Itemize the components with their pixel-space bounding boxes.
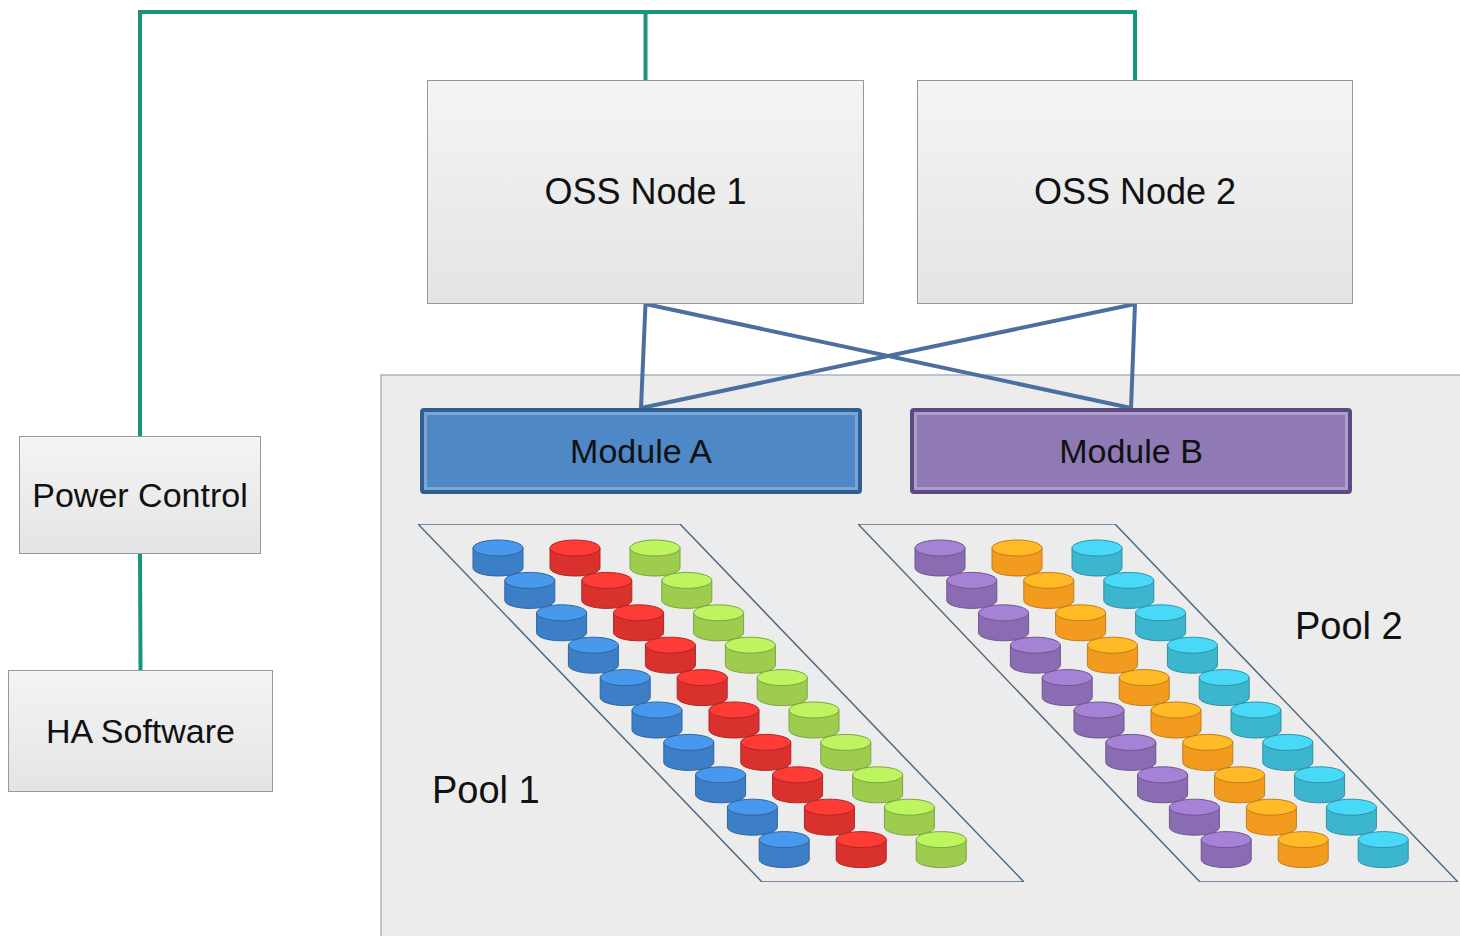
module-box: Module B bbox=[910, 408, 1352, 494]
disk-top bbox=[1278, 832, 1328, 848]
disk-top bbox=[884, 799, 934, 815]
pool-outline bbox=[858, 524, 1458, 882]
disk-top bbox=[773, 767, 823, 783]
disk-top bbox=[1246, 799, 1296, 815]
disk-top bbox=[473, 540, 523, 556]
disk-top bbox=[662, 572, 712, 588]
disk-top bbox=[1169, 799, 1219, 815]
connector-line bbox=[641, 304, 1135, 408]
disk-top bbox=[696, 767, 746, 783]
disk-top bbox=[1151, 702, 1201, 718]
enclosure-panel bbox=[381, 375, 1460, 936]
disk-top bbox=[550, 540, 600, 556]
disk-top bbox=[645, 637, 695, 653]
disk-top bbox=[741, 734, 791, 750]
disk-top bbox=[916, 832, 966, 848]
disk-top bbox=[1106, 734, 1156, 750]
server-box: OSS Node 2 bbox=[917, 80, 1353, 304]
disk-top bbox=[1042, 670, 1092, 686]
pool-label: Pool 1 bbox=[432, 768, 540, 814]
disk-top bbox=[600, 670, 650, 686]
pool-tray bbox=[858, 524, 1458, 882]
disk-top bbox=[1215, 767, 1265, 783]
disk-top bbox=[1072, 540, 1122, 556]
connector-line bbox=[138, 554, 143, 670]
disk-top bbox=[915, 540, 965, 556]
box-label: OSS Node 2 bbox=[1024, 170, 1246, 213]
connector-line bbox=[641, 304, 646, 408]
disk-top bbox=[1010, 637, 1060, 653]
disk-top bbox=[1183, 734, 1233, 750]
disk-top bbox=[1024, 572, 1074, 588]
disk-pool: Pool 2 bbox=[858, 524, 1458, 882]
box-label: Module A bbox=[560, 431, 722, 472]
box-label: Module B bbox=[1049, 431, 1213, 472]
box-label: HA Software bbox=[36, 711, 245, 752]
disk-top bbox=[1138, 767, 1188, 783]
disk-top bbox=[664, 734, 714, 750]
disk-top bbox=[853, 767, 903, 783]
disk-top bbox=[1167, 637, 1217, 653]
disk-top bbox=[725, 637, 775, 653]
pool-label: Pool 2 bbox=[1295, 604, 1403, 650]
disk-top bbox=[836, 832, 886, 848]
box-label: Power Control bbox=[22, 475, 257, 516]
control-box: Power Control bbox=[19, 436, 261, 554]
disk-top bbox=[759, 832, 809, 848]
disk-top bbox=[821, 734, 871, 750]
disk-top bbox=[1263, 734, 1313, 750]
disk-top bbox=[1326, 799, 1376, 815]
disk-top bbox=[709, 702, 759, 718]
disk-top bbox=[1358, 832, 1408, 848]
disk-top bbox=[992, 540, 1042, 556]
disk-top bbox=[1295, 767, 1345, 783]
disk-top bbox=[1104, 572, 1154, 588]
module-box: Module A bbox=[420, 408, 862, 494]
disk-top bbox=[804, 799, 854, 815]
server-box: OSS Node 1 bbox=[427, 80, 864, 304]
disk-top bbox=[677, 670, 727, 686]
disk-top bbox=[632, 702, 682, 718]
disk-top bbox=[568, 637, 618, 653]
disk-top bbox=[614, 605, 664, 621]
disk-top bbox=[1119, 670, 1169, 686]
disk-top bbox=[582, 572, 632, 588]
disk-top bbox=[537, 605, 587, 621]
box-label: OSS Node 1 bbox=[534, 170, 756, 213]
disk-top bbox=[1201, 832, 1251, 848]
disk-top bbox=[1074, 702, 1124, 718]
disk-top bbox=[789, 702, 839, 718]
disk-top bbox=[630, 540, 680, 556]
disk-top bbox=[757, 670, 807, 686]
disk-top bbox=[1199, 670, 1249, 686]
disk-top bbox=[505, 572, 555, 588]
software-box: HA Software bbox=[8, 670, 273, 792]
disk-top bbox=[1087, 637, 1137, 653]
disk-top bbox=[1136, 605, 1186, 621]
disk-top bbox=[727, 799, 777, 815]
disk-top bbox=[1056, 605, 1106, 621]
disk-top bbox=[1231, 702, 1281, 718]
connector-line bbox=[1131, 304, 1135, 408]
disk-top bbox=[979, 605, 1029, 621]
disk-top bbox=[947, 572, 997, 588]
disk-top bbox=[694, 605, 744, 621]
